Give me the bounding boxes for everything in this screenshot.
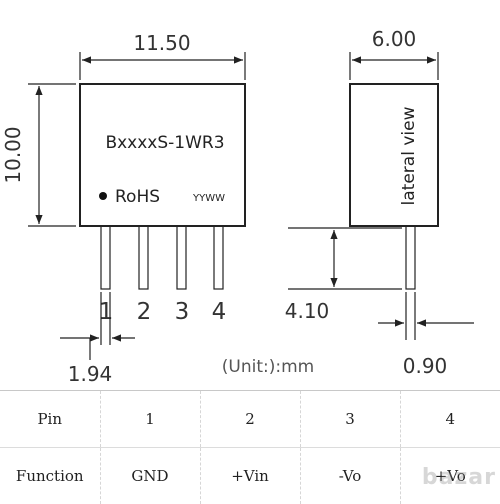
side-body — [350, 84, 438, 226]
table-cell: GND — [100, 448, 200, 504]
front-view: BxxxxS-1WR3 RoHS YYWW 1 2 3 4 11.50 10.0… — [1, 31, 245, 386]
datecode-label: YYWW — [192, 193, 225, 204]
table-cell: -Vo — [300, 448, 400, 504]
table-cell: 2 — [200, 391, 300, 448]
dimension-drawing: BxxxxS-1WR3 RoHS YYWW 1 2 3 4 11.50 10.0… — [0, 0, 500, 390]
table-cell: Pin — [0, 391, 100, 448]
pin1-dot — [99, 192, 107, 200]
height-dimension: 10.00 — [1, 126, 25, 183]
pin-number-3: 3 — [175, 299, 190, 325]
table-row: Pin 1 2 3 4 — [0, 391, 500, 448]
table-cell: Function — [0, 448, 100, 504]
pin-length-dimension: 4.10 — [285, 299, 330, 323]
pin-2 — [139, 226, 148, 289]
pin-width-dimension: 0.90 — [403, 354, 448, 378]
rohs-label: RoHS — [115, 187, 160, 207]
table-cell: 3 — [300, 391, 400, 448]
side-width-dimension: 6.00 — [372, 27, 417, 51]
table-cell: 4 — [400, 391, 500, 448]
pin-3 — [177, 226, 186, 289]
lateral-view-label: lateral view — [399, 106, 419, 205]
module-body — [80, 84, 245, 226]
table-cell: +Vin — [200, 448, 300, 504]
unit-note: (Unit:):mm — [222, 357, 314, 377]
table-cell: 1 — [100, 391, 200, 448]
pin-4 — [214, 226, 223, 289]
pin-1 — [101, 226, 110, 289]
pin-number-4: 4 — [212, 299, 227, 325]
pin-number-2: 2 — [137, 299, 152, 325]
model-label: BxxxxS-1WR3 — [105, 133, 224, 153]
width-dimension: 11.50 — [133, 31, 190, 55]
side-view: lateral view 6.00 4.10 0.90 — [285, 27, 474, 378]
pin-pitch-dimension: 1.94 — [68, 362, 113, 386]
side-pin — [406, 226, 415, 289]
watermark-logo: bazar — [422, 465, 496, 490]
